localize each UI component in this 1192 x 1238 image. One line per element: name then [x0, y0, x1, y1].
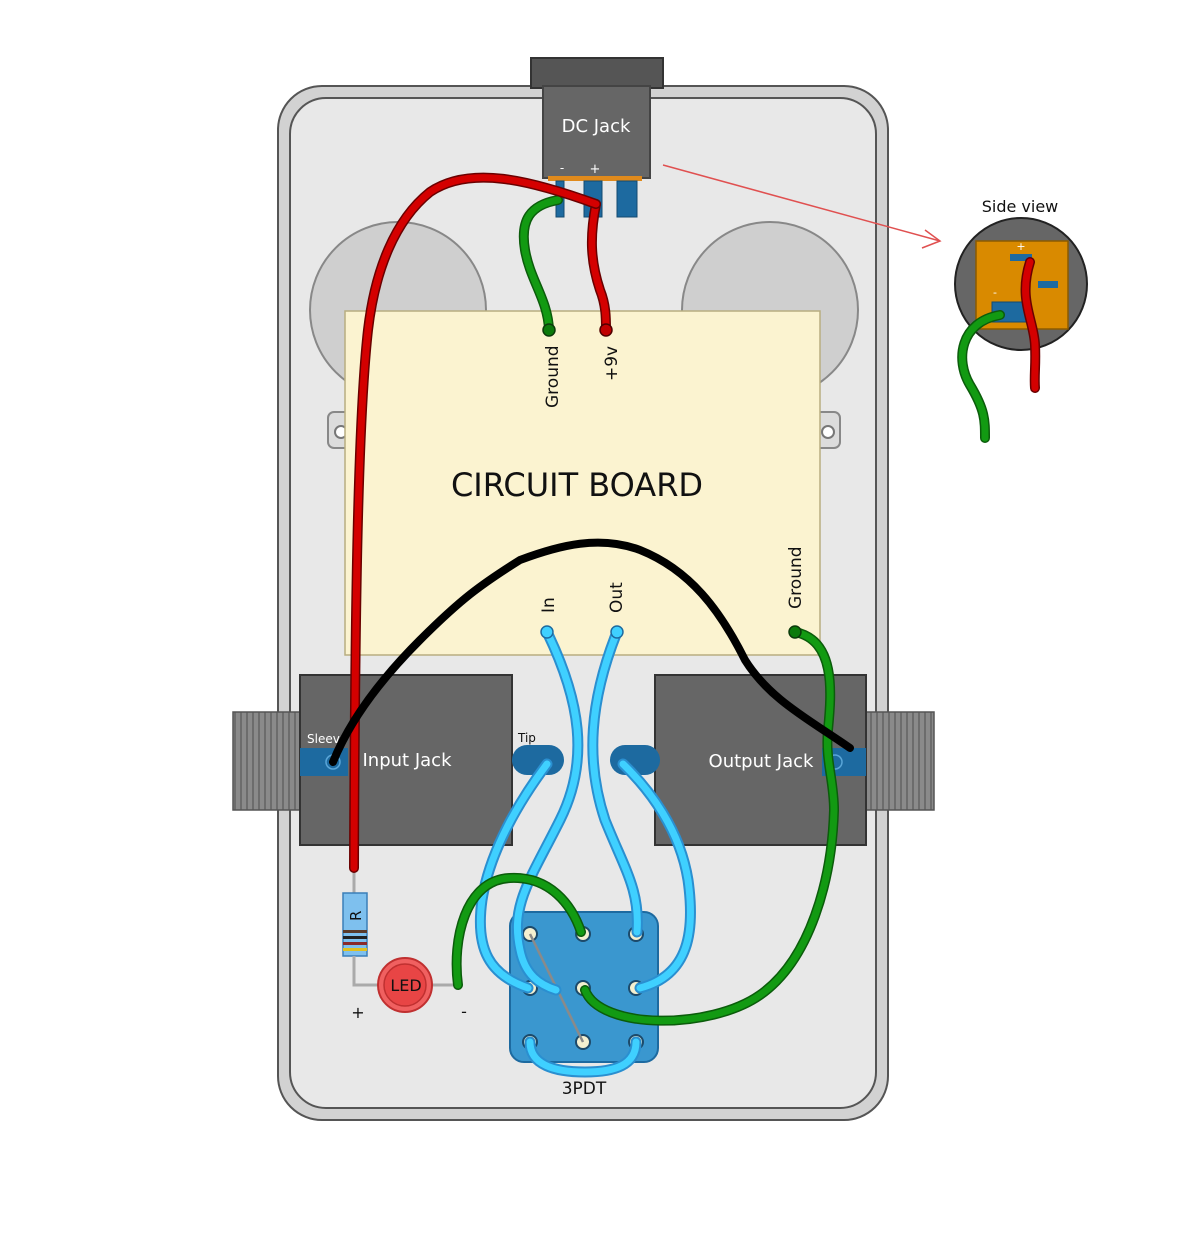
dc-jack: DC Jack - +: [530, 57, 664, 218]
circuit-board: CIRCUIT BOARD Ground +9v In Out Ground: [344, 310, 821, 656]
resistor-label: R: [347, 911, 365, 921]
input-jack-label: Input Jack: [363, 750, 453, 771]
board-ground-top-label: Ground: [543, 345, 563, 408]
pad-9v: [599, 323, 613, 337]
pad-out: [610, 625, 624, 639]
dc-jack-label: DC Jack: [562, 116, 631, 137]
led-minus-label: -: [461, 1002, 467, 1021]
pad-in: [540, 625, 554, 639]
led: LED + -: [351, 957, 467, 1022]
board-ground-right-label: Ground: [786, 546, 806, 609]
led-label: LED: [390, 976, 421, 995]
output-bushing: [865, 711, 935, 811]
dc-plus-label: +: [590, 162, 601, 177]
pad-ground-right: [788, 625, 802, 639]
input-bushing: [232, 711, 302, 811]
led-plus-label: +: [351, 1003, 364, 1022]
pad-ground-top: [542, 323, 556, 337]
side-view-arrow: [662, 164, 942, 249]
side-view-label: Side view: [982, 197, 1059, 216]
sleeve-label: Sleeve: [307, 732, 347, 746]
output-jack-label: Output Jack: [709, 751, 814, 772]
board-pads: [540, 323, 802, 639]
circuit-board-label: CIRCUIT BOARD: [451, 466, 703, 504]
dc-minus-label: -: [560, 161, 564, 175]
side-plus-label: +: [1016, 240, 1025, 253]
side-view: Side view + -: [954, 197, 1088, 443]
board-9v-label: +9v: [602, 346, 622, 381]
switch-label: 3PDT: [562, 1079, 607, 1099]
black-wire-ground: [329, 538, 854, 766]
side-minus-label: -: [993, 286, 997, 299]
board-in-label: In: [539, 597, 559, 613]
board-out-label: Out: [607, 582, 627, 613]
tip-label: Tip: [517, 731, 536, 745]
